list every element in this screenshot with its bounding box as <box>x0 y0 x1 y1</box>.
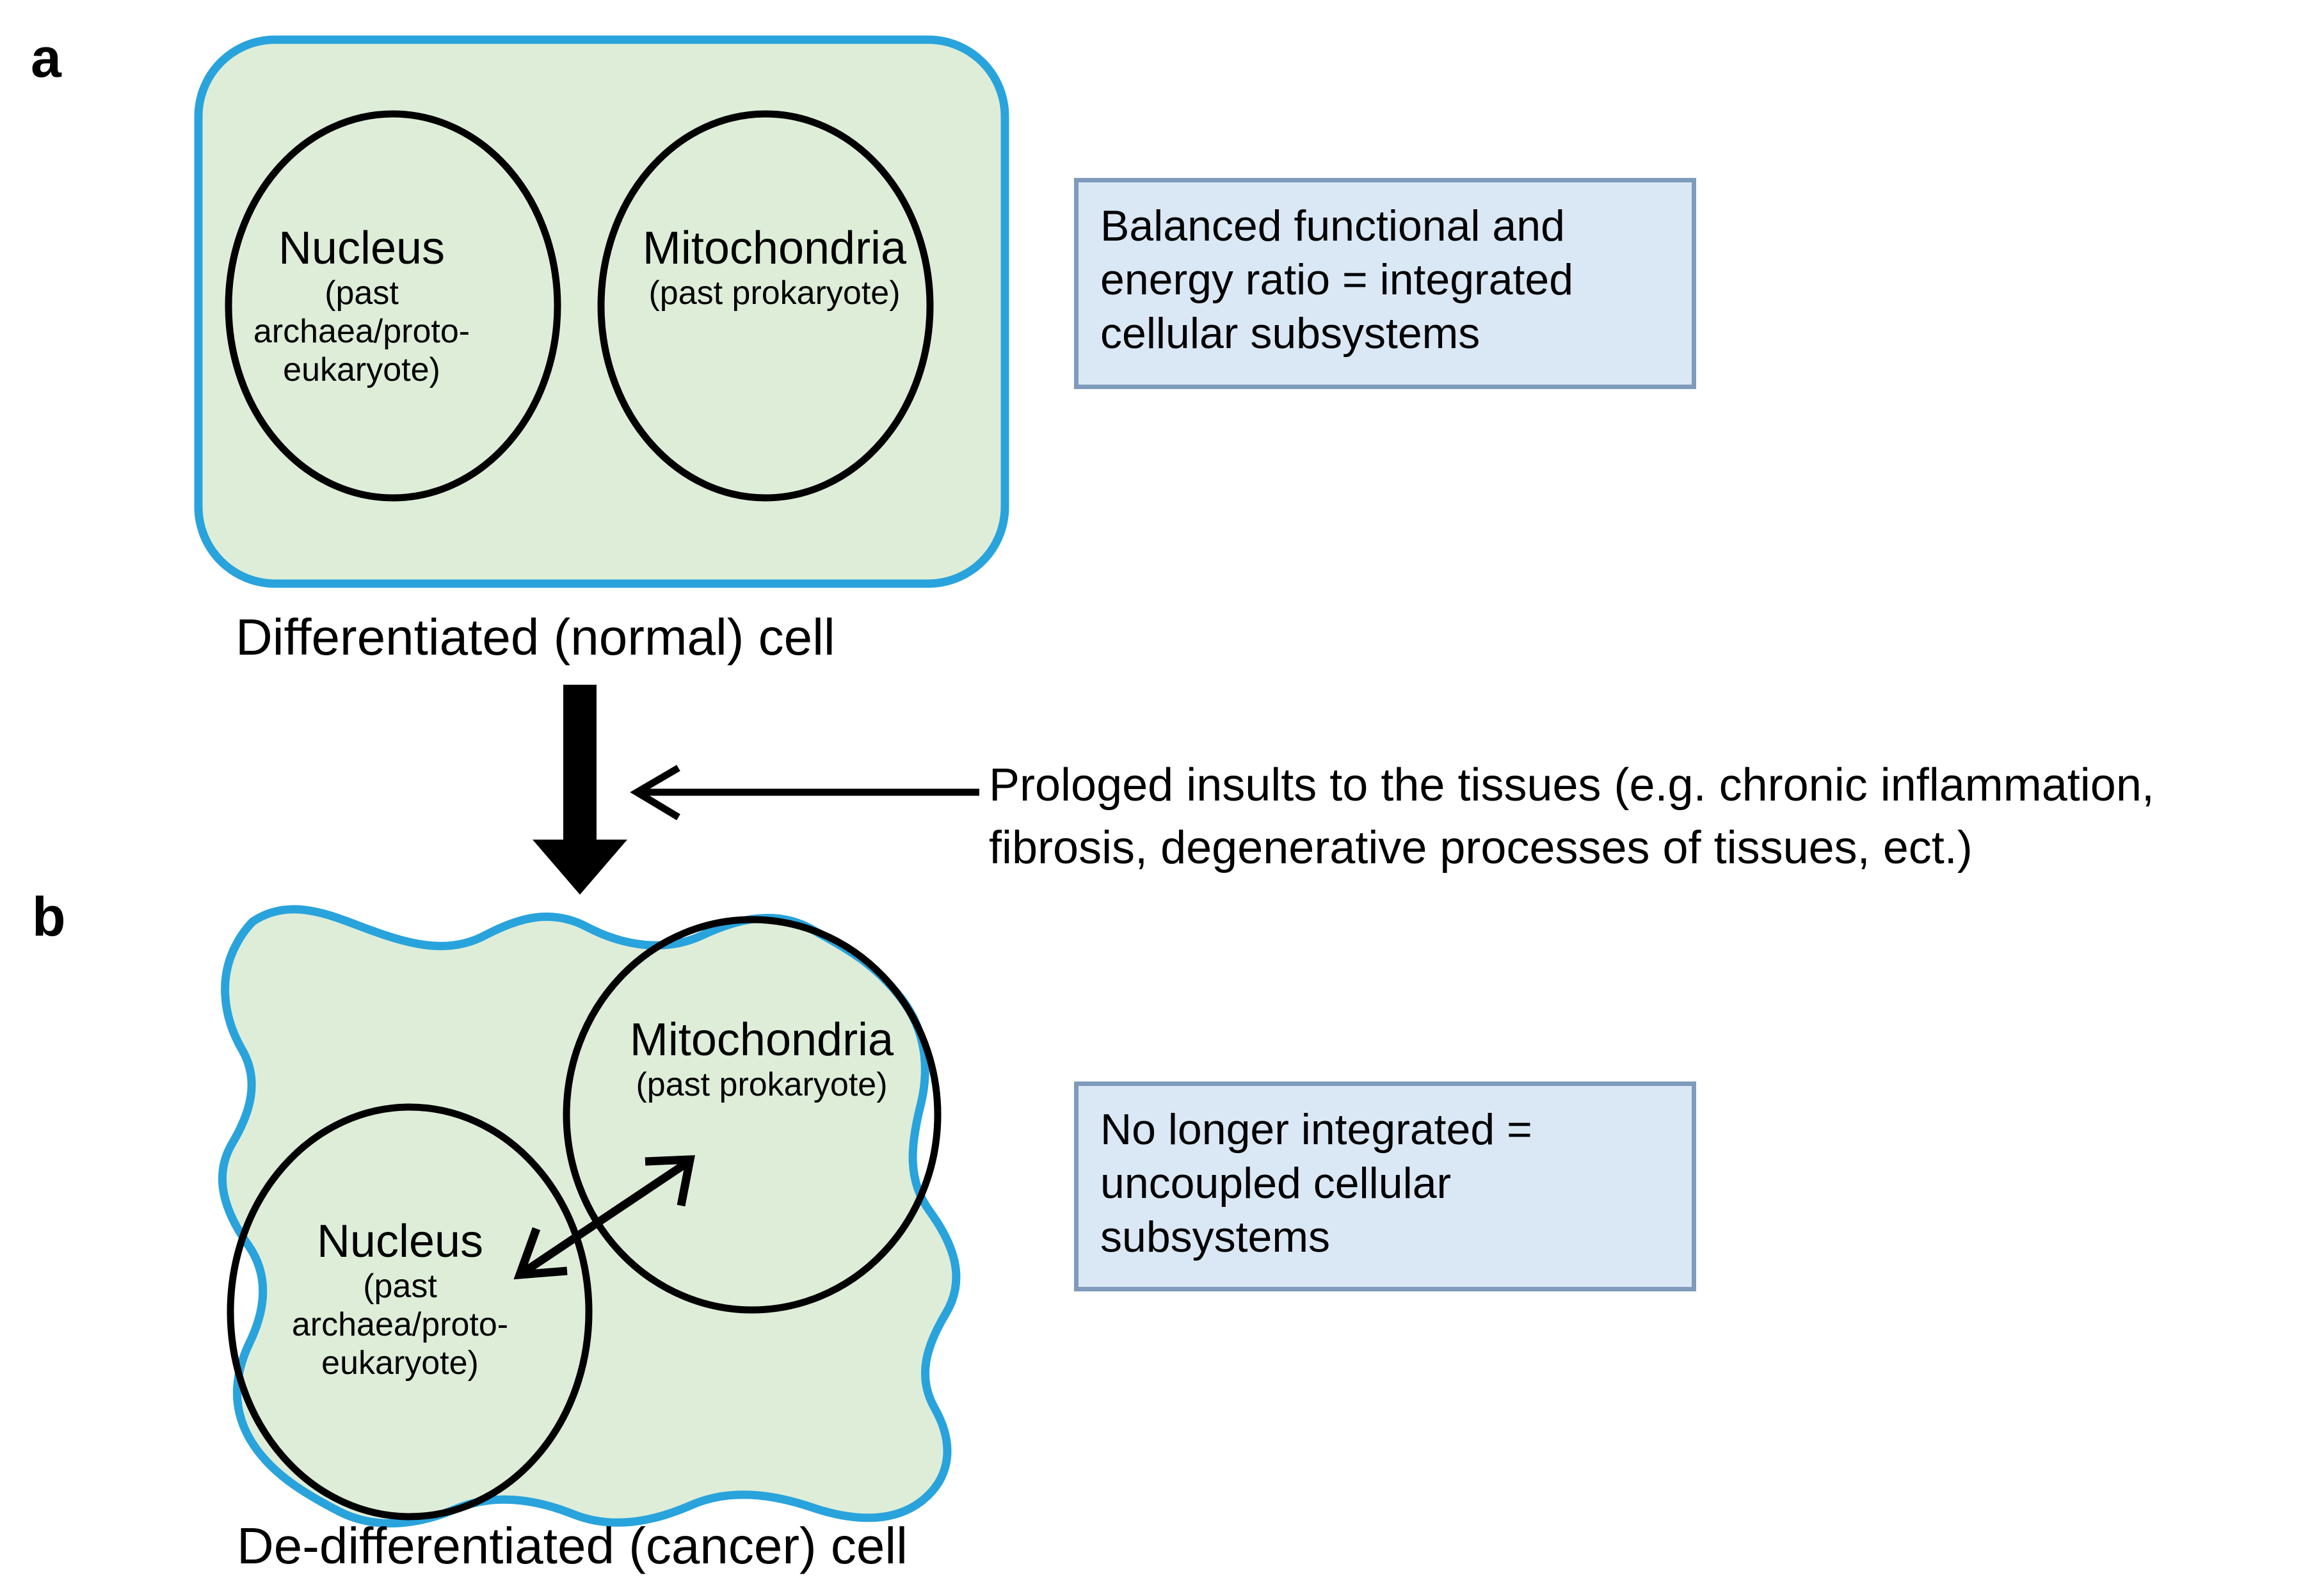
panel-label-a: a <box>31 28 61 89</box>
left-arrow <box>630 765 979 820</box>
nucleus-subtitle-line-3: eukaryote) <box>283 351 440 388</box>
info-box-uncoupled: No longer integrated = uncoupled cellula… <box>1074 1081 1696 1291</box>
nucleus-cancer-subtitle-line-3: eukaryote) <box>321 1345 479 1382</box>
info-box-balanced: Balanced functional and energy ratio = i… <box>1074 178 1696 389</box>
down-arrow <box>533 685 627 895</box>
panel-label-b: b <box>32 886 66 948</box>
nucleus-title-cancer: Nucleus <box>316 1216 484 1267</box>
mitochondria-title-normal: Mitochondria <box>642 223 907 274</box>
nucleus-subtitle-line-2: archaea/proto- <box>253 313 470 350</box>
nucleus-subtitle-line-1: (past <box>325 275 399 312</box>
caption-cancer-cell: De-differentiated (cancer) cell <box>237 1517 908 1574</box>
nucleus-label-normal: Nucleus (past archaea/proto- eukaryote) <box>211 223 512 389</box>
transition-note: Prologed insults to the tissues (e.g. ch… <box>989 754 2307 879</box>
mitochondria-title-cancer: Mitochondria <box>629 1014 894 1065</box>
info-box-a-line-1: Balanced functional and <box>1100 202 1565 250</box>
mitochondria-subtitle-normal: (past prokaryote) <box>648 275 901 312</box>
nucleus-title-normal: Nucleus <box>278 223 445 274</box>
nucleus-cancer-subtitle-line-1: (past <box>363 1268 437 1305</box>
mitochondria-label-normal: Mitochondria (past prokaryote) <box>595 223 954 312</box>
info-box-b-line-1: No longer integrated = <box>1100 1105 1532 1154</box>
info-box-a-line-3: cellular subsystems <box>1100 309 1480 358</box>
transition-note-line-1: Prologed insults to the tissues (e.g. ch… <box>989 760 2154 811</box>
mitochondria-subtitle-cancer: (past prokaryote) <box>636 1066 888 1103</box>
mitochondria-outline-cancer <box>563 916 942 1314</box>
mitochondria-label-cancer: Mitochondria (past prokaryote) <box>582 1014 941 1104</box>
transition-note-line-2: fibrosis, degenerative processes of tiss… <box>989 822 1973 874</box>
nucleus-label-cancer: Nucleus (past archaea/proto- eukaryote) <box>250 1216 550 1382</box>
nucleus-cancer-subtitle-line-2: archaea/proto- <box>291 1306 509 1343</box>
info-box-b-line-2: uncoupled cellular <box>1100 1159 1452 1208</box>
caption-normal-cell: Differentiated (normal) cell <box>236 609 835 666</box>
info-box-a-line-2: energy ratio = integrated <box>1100 255 1574 304</box>
info-box-b-line-3: subsystems <box>1100 1213 1330 1261</box>
